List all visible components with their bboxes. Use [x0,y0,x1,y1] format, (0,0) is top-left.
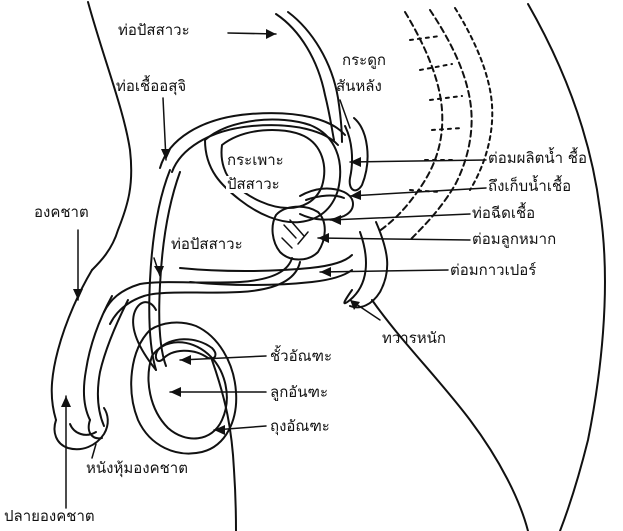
label-epididymis: ชั้วอัณฑะ [270,348,332,365]
glans-inner [70,424,96,435]
vertebra-marks [410,36,462,192]
arrow-epididymis [180,355,191,365]
back-outline [528,4,605,531]
ptr-foreskin [92,444,96,458]
label-ejaculatory-duct: ท่อฉีดเชื้อ [472,205,535,222]
label-urethra-top: ท่อปัสสาวะ [118,22,190,39]
spine-front [378,12,442,232]
label-bladder-2: ปัสสาวะ [226,176,281,193]
penis-top [52,270,92,420]
label-anus: ทวารหนัก [382,330,446,347]
label-penis: องคชาต [34,204,89,221]
arrow-urethra-top [266,29,276,39]
ptr-ejac [330,214,470,220]
label-cowper-gland: ต่อมกาวเปอร์ [450,262,536,279]
coccyx [345,118,368,190]
label-urethra-mid: ท่อปัสสาวะ [170,236,244,253]
ptr-prostate [318,238,470,240]
label-glans: ปลายองคชาต [4,508,95,525]
spine-inner [455,8,492,190]
arrow-glans [61,396,71,407]
arrow-scrotum [214,425,225,435]
label-vas-deferens: ท่อเชื้ออสุจิ [116,78,186,95]
arrow-testis [170,387,181,397]
ptr-epididymis [180,356,266,360]
label-tailbone-2: สันหลัง [336,78,382,95]
foreskin [89,420,102,438]
rectum-outline [344,232,366,303]
label-seminal-vesicle: ถึงเก็บน้ำเชื้อ [488,178,571,195]
arrow-ejac [330,215,341,225]
arrow-penis [73,289,83,300]
label-foreskin: หนังหุ้มองคชาต [86,460,188,477]
label-testis: ลูกอันฑะ [270,384,328,401]
pelvic-floor [180,255,352,271]
ptr-cowper [320,270,448,272]
label-bladder: กระเพาะ [226,152,285,169]
arrow-vas [161,149,171,160]
label-scrotum: ถุงอัณฑะ [270,418,330,435]
arrow-cowper [320,267,331,277]
spine-back [410,10,472,240]
prostate-outline [273,207,325,260]
belly-outline [88,2,131,270]
label-sperm-gland: ต่อมผลิตน้ำ ชื้อ [488,150,587,167]
prostate-hatch [282,220,308,248]
label-prostate: ต่อมลูกหมาก [472,231,556,248]
label-tailbone: กระดูก [342,52,386,69]
